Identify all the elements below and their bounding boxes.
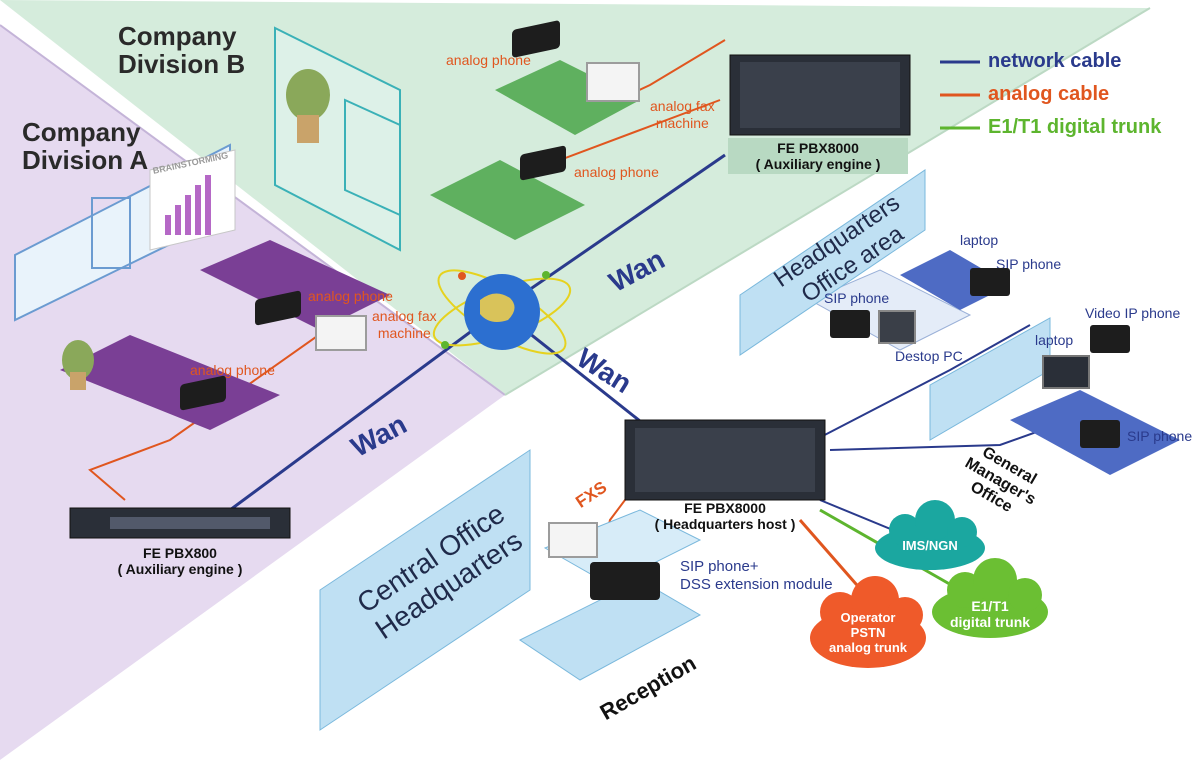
hq-office-panel xyxy=(739,169,926,356)
orbit-dot-2 xyxy=(542,271,550,279)
pbx8000-aux-b-slots xyxy=(740,62,900,128)
central-office-panel xyxy=(319,449,531,731)
reception-phone-label: SIP phone+ DSS extension module xyxy=(680,558,833,593)
video-phone-icon xyxy=(1090,325,1130,353)
division-divider-b xyxy=(504,7,1151,396)
gm-laptop-label: laptop xyxy=(1035,332,1074,348)
division-a-title: Company Division A xyxy=(22,117,149,175)
reception-desk xyxy=(519,579,702,681)
a-analog-fax-label: analog fax machine xyxy=(372,308,437,341)
fax-machine-icon-reception xyxy=(548,522,598,558)
aux-b-role: ( Auxiliary engine ) xyxy=(755,156,881,172)
aux-b-name: FE PBX8000 xyxy=(777,140,859,156)
desk-a1 xyxy=(200,240,390,330)
e1t1-cloud-label: E1/T1 digital trunk xyxy=(949,598,1031,630)
hq-laptop-label: laptop xyxy=(960,232,999,248)
sip-phone-dss-icon xyxy=(590,562,660,600)
pbx8000-hq-slots xyxy=(635,428,815,492)
sip-phone-icon-gm xyxy=(1080,420,1120,448)
bar-1 xyxy=(165,215,171,235)
legend-analog-cable: analog cable xyxy=(988,83,1110,105)
ims-cloud-label: IMS/NGN xyxy=(902,538,958,553)
orbit-dot-3 xyxy=(441,341,449,349)
ims-cloud xyxy=(875,500,985,570)
b-analog-fax-label: analog fax machine xyxy=(650,98,715,131)
hq-sip-phone-1-label: SIP phone xyxy=(996,256,1062,272)
glass-door-b xyxy=(344,98,401,217)
legend-e1t1: E1/T1 digital trunk xyxy=(988,116,1162,138)
bar-2 xyxy=(175,205,181,235)
wan-link-division-a xyxy=(229,308,501,512)
sip-phone-icon-2 xyxy=(830,310,870,338)
hq-host-caption: FE PBX8000 ( Headquarters host ) xyxy=(620,500,830,532)
globe-continent xyxy=(480,293,515,322)
gm-video-phone-label: Video IP phone xyxy=(1085,305,1181,321)
glass-door-a xyxy=(91,197,131,269)
hq-host-name: FE PBX8000 xyxy=(684,500,766,516)
a-analog-phone-1-label: analog phone xyxy=(308,288,393,304)
desk-b1 xyxy=(495,60,640,135)
orbit-dot-1 xyxy=(458,272,466,280)
laptop-icon xyxy=(1042,355,1090,389)
plant-pot-b xyxy=(297,115,319,143)
plant-pot-a xyxy=(70,372,86,390)
e1t1-cloud xyxy=(932,558,1048,638)
bar-5 xyxy=(205,175,211,235)
wan-link-division-b xyxy=(499,153,726,312)
aux-b-caption: FE PBX8000 ( Auxiliary engine ) xyxy=(728,138,908,174)
division-b-title: Company Division B xyxy=(118,21,246,79)
aux-a-caption: FE PBX800 ( Auxiliary engine ) xyxy=(90,545,270,577)
desk-a2 xyxy=(60,335,280,430)
desk-b2 xyxy=(430,160,585,240)
gm-sip-phone-label: SIP phone xyxy=(1127,428,1193,444)
plant-a xyxy=(62,340,94,380)
hq-host-role: ( Headquarters host ) xyxy=(654,516,796,532)
a-analog-phone-2-label: analog phone xyxy=(190,362,275,378)
analog-link-a1 xyxy=(88,319,341,501)
reception-counter xyxy=(543,509,702,586)
network-link-hq-office xyxy=(814,324,1031,441)
fax-machine-icon-a xyxy=(315,315,367,351)
hq-sip-phone-2-label: SIP phone xyxy=(824,290,890,306)
pbx800-ports xyxy=(110,517,270,529)
aux-a-name: FE PBX800 xyxy=(143,545,217,561)
desktop-pc-icon xyxy=(878,310,916,344)
b-analog-phone-1-label: analog phone xyxy=(446,52,531,68)
plant-b xyxy=(286,69,330,121)
hq-desktop-pc-label: Destop PC xyxy=(895,348,963,364)
fax-machine-icon xyxy=(586,62,640,102)
bar-3 xyxy=(185,195,191,235)
whiteboard xyxy=(149,149,236,251)
aux-a-role: ( Auxiliary engine ) xyxy=(117,561,243,577)
division-divider xyxy=(0,24,506,396)
pstn-cloud xyxy=(810,576,926,668)
sip-phone-icon xyxy=(970,268,1010,296)
legend-network-cable: network cable xyxy=(988,50,1122,72)
b-analog-phone-2-label: analog phone xyxy=(574,164,659,180)
pstn-cloud-label: Operator PSTN analog trunk xyxy=(828,610,907,655)
bar-4 xyxy=(195,185,201,235)
